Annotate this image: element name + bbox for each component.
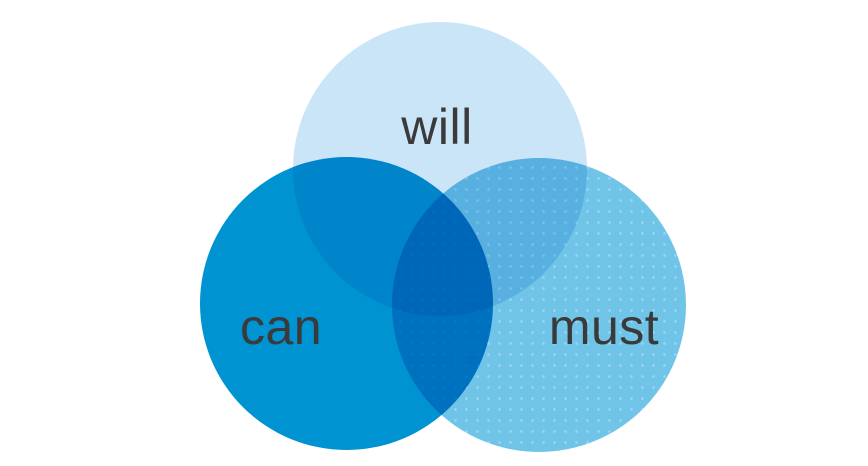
venn-label-will: will [401,99,473,155]
venn-circle-must [392,158,686,452]
venn-label-can: can [239,299,323,355]
venn-label-must: must [548,299,660,355]
